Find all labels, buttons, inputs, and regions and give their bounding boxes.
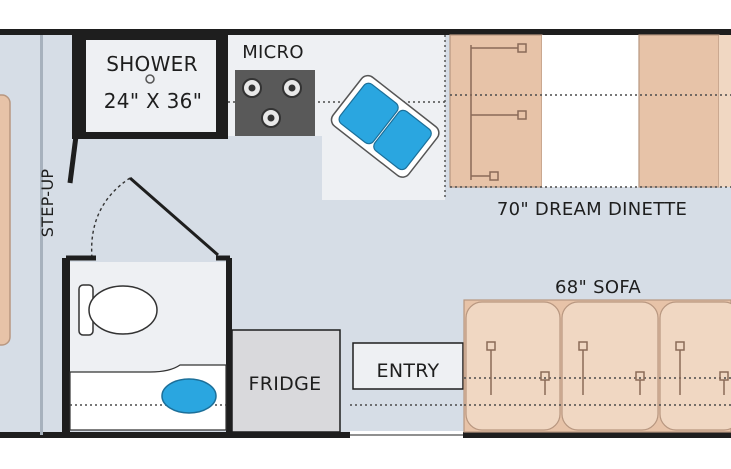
drain-icon bbox=[145, 74, 155, 84]
fridge-label: FRIDGE bbox=[249, 373, 322, 395]
fridge-cabinet bbox=[231, 329, 341, 433]
shower-label: SHOWER bbox=[106, 52, 198, 76]
partition-wall bbox=[40, 35, 43, 435]
step-up-label: STEP-UP bbox=[38, 169, 57, 238]
micro-label: MICRO bbox=[242, 42, 304, 63]
seat-belt-icon bbox=[486, 341, 729, 395]
toilet-icon bbox=[78, 284, 158, 336]
seat-belt-icon bbox=[470, 43, 527, 181]
dinette-seat-rear bbox=[638, 34, 720, 188]
sofa-cushion bbox=[659, 301, 731, 431]
cab-bed bbox=[0, 94, 11, 346]
bathroom-door bbox=[129, 176, 219, 257]
bathroom-wall bbox=[226, 258, 232, 433]
sofa-cushion bbox=[561, 301, 659, 431]
stove-burner-icon bbox=[267, 114, 275, 122]
shower-pan bbox=[86, 40, 216, 132]
shower-size-label: 24" X 36" bbox=[104, 89, 202, 113]
dinette-seat-rear-edge bbox=[719, 35, 731, 187]
sink-icon bbox=[330, 74, 440, 178]
lavatory-sink-icon bbox=[161, 378, 217, 414]
stove-burner-icon bbox=[248, 84, 256, 92]
dinette-label: 70" DREAM DINETTE bbox=[497, 199, 687, 220]
dinette-table bbox=[542, 35, 639, 187]
entry-label: ENTRY bbox=[377, 360, 440, 382]
stove-burner-icon bbox=[288, 84, 296, 92]
entry-step bbox=[352, 342, 464, 390]
bathroom-wall bbox=[62, 258, 70, 433]
top-wall bbox=[0, 29, 731, 35]
shower-wall-segment bbox=[67, 135, 79, 184]
sofa-label: 68" SOFA bbox=[555, 277, 641, 298]
dinette-seat-forward bbox=[449, 34, 543, 188]
sofa-cushion bbox=[465, 301, 561, 431]
